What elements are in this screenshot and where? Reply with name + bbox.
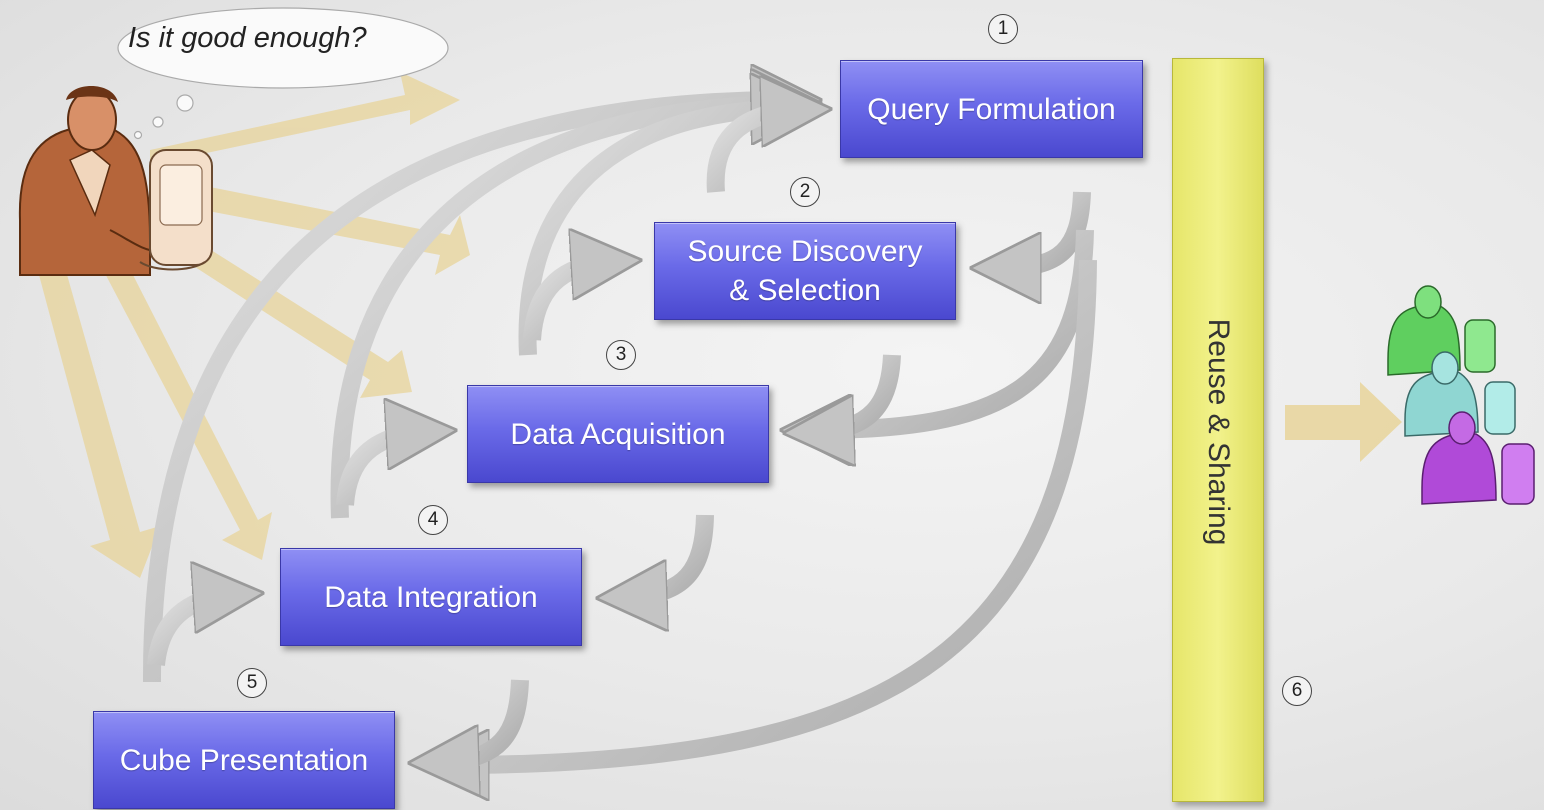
arrow-acquisition-to-query bbox=[518, 108, 790, 356]
arrow-integration-to-acquisition bbox=[336, 432, 425, 506]
arrow-acquisition-to-integration bbox=[628, 514, 714, 597]
feedback-ray-to-source bbox=[150, 175, 470, 275]
step-data-acquisition: Data Acquisition bbox=[467, 385, 769, 483]
step-number-4: 4 bbox=[418, 505, 448, 535]
step-number-3: 3 bbox=[606, 340, 636, 370]
reuse-sharing-bar bbox=[1172, 58, 1264, 802]
step-number-2: 2 bbox=[790, 177, 820, 207]
step-label-line1: Source Discovery bbox=[687, 235, 923, 268]
thought-text: Is it good enough? bbox=[128, 22, 367, 54]
step-label: Cube Presentation bbox=[119, 743, 369, 777]
arrow-integration-to-query bbox=[330, 104, 790, 519]
arrow-query-to-cube bbox=[450, 259, 1097, 765]
feedback-ray-to-query bbox=[150, 72, 460, 165]
step-query-formulation: Query Formulation bbox=[840, 60, 1143, 158]
step-source-discovery-selection: Source Discovery & Selection bbox=[654, 222, 956, 320]
feedback-ray-to-cube bbox=[35, 250, 160, 578]
step-label: Data Acquisition bbox=[510, 417, 726, 451]
step-number-6: 6 bbox=[1282, 676, 1312, 706]
arrow-cube-to-query bbox=[142, 100, 790, 683]
step-label: Query Formulation bbox=[867, 92, 1116, 126]
step-label: Data Integration bbox=[324, 580, 538, 614]
arrow-source-to-acquisition bbox=[815, 354, 901, 432]
computer-figure bbox=[139, 149, 213, 271]
step-label-line2: & Selection bbox=[729, 274, 881, 307]
feedback-ray-to-integration bbox=[90, 230, 272, 560]
analyst-figure bbox=[18, 86, 161, 276]
step-number-1: 1 bbox=[988, 14, 1018, 44]
arrow-source-to-query bbox=[706, 110, 800, 193]
step-number-5: 5 bbox=[237, 668, 267, 698]
user-purple bbox=[1421, 411, 1535, 505]
arrow-acquisition-to-source bbox=[523, 262, 610, 341]
step-data-integration: Data Integration bbox=[280, 548, 582, 646]
arrow-integration-to-cube bbox=[440, 679, 529, 762]
step-cube-presentation: Cube Presentation bbox=[93, 711, 395, 809]
arrow-cube-to-integration bbox=[147, 595, 232, 667]
arrow-query-to-source bbox=[1002, 191, 1091, 268]
